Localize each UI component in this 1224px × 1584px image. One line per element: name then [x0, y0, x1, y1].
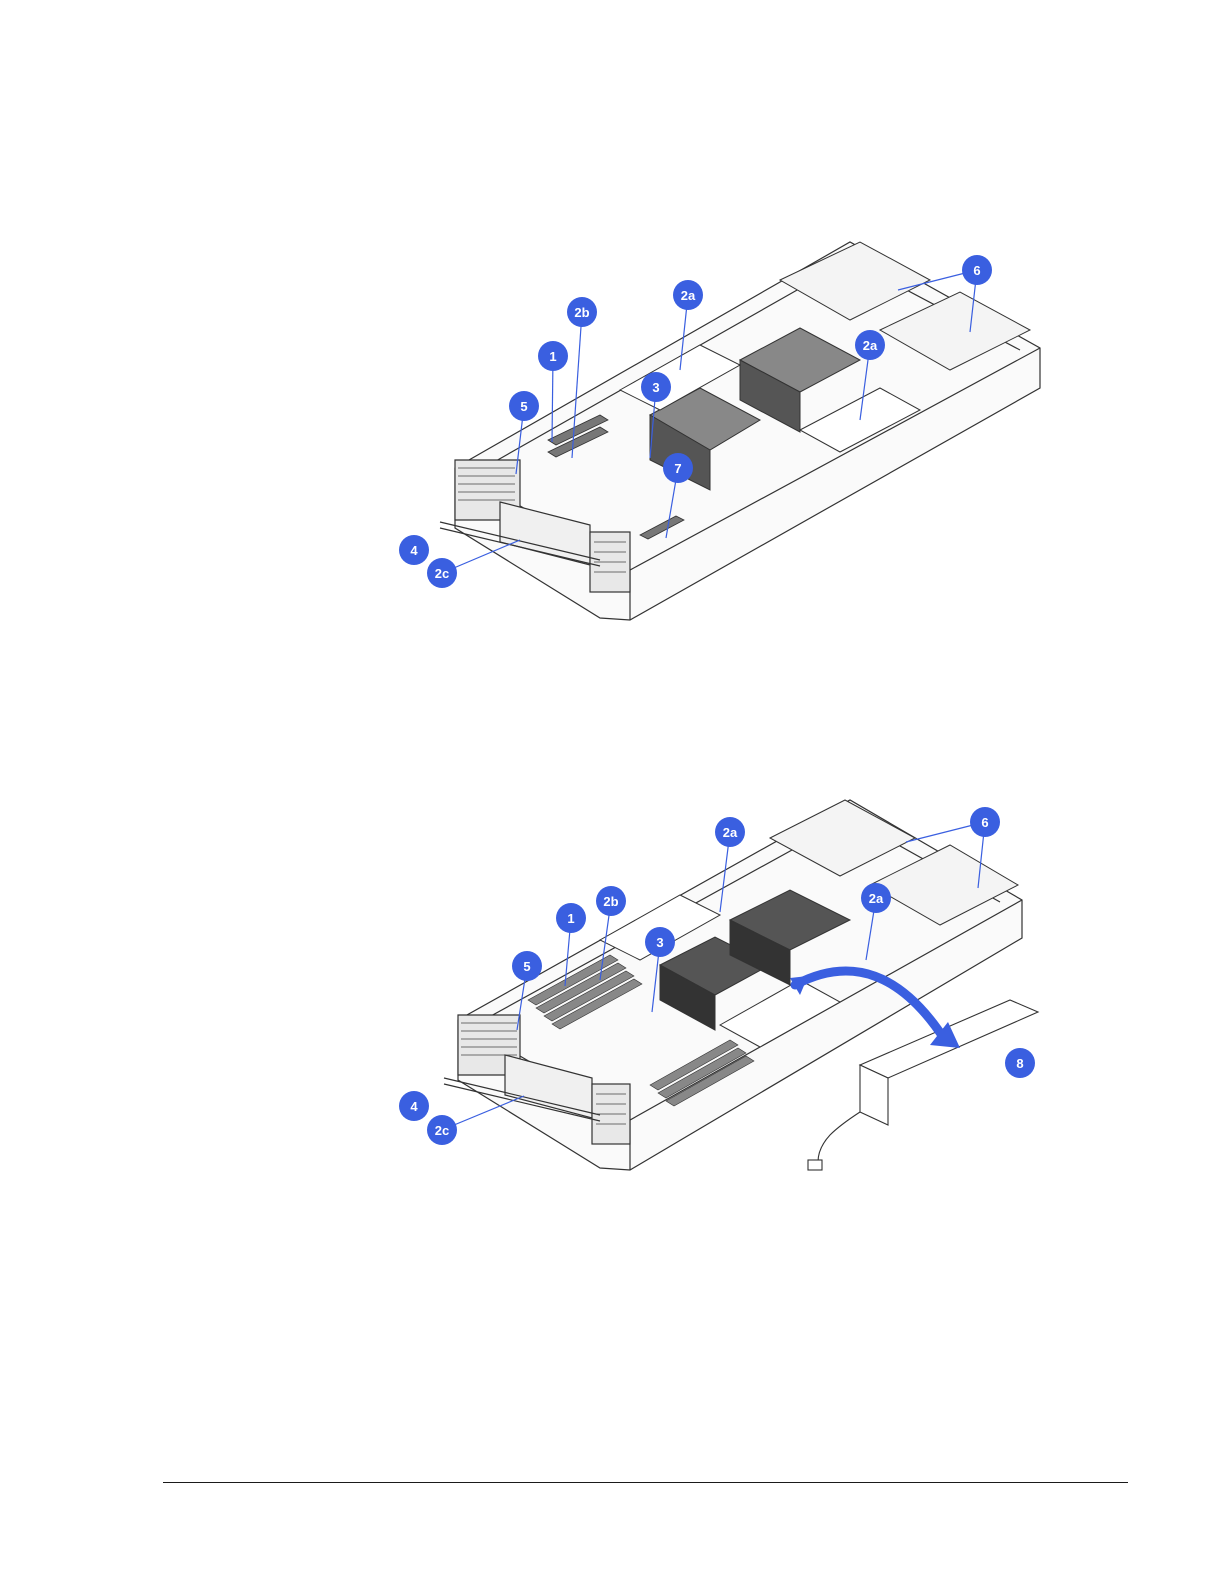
- footer-rule: [163, 1482, 1128, 1483]
- callout-label: 3: [656, 935, 663, 950]
- callout-label: 1: [567, 911, 574, 926]
- callout-1: 1: [556, 903, 586, 933]
- callout-label: 3: [652, 380, 659, 395]
- callout-2a: 2a: [673, 280, 703, 310]
- callout-6: 6: [970, 807, 1000, 837]
- callout-label: 2a: [681, 288, 696, 303]
- callout-label: 2a: [723, 825, 738, 840]
- callout-6: 6: [962, 255, 992, 285]
- callout-label: 7: [674, 461, 681, 476]
- server-node-diagram-bottom: 2a 6 2b 1 2a 3 5 8 4 2c: [0, 790, 1224, 1190]
- server-node-drawing-top: 6 2a 2b 2a 1 3 5 7 4 2c: [0, 220, 1224, 640]
- callout-8: 8: [1005, 1048, 1035, 1078]
- callout-label: 2c: [435, 1123, 449, 1138]
- callout-label: 1: [549, 349, 556, 364]
- callout-2c: 2c: [427, 558, 457, 588]
- callout-3: 3: [641, 372, 671, 402]
- callout-label: 8: [1016, 1056, 1023, 1071]
- callout-4: 4: [399, 1091, 429, 1121]
- callout-1: 1: [538, 341, 568, 371]
- callout-2c: 2c: [427, 1115, 457, 1145]
- callout-2b: 2b: [567, 297, 597, 327]
- callout-label: 4: [410, 1099, 418, 1114]
- server-node-diagram-top: 6 2a 2b 2a 1 3 5 7 4 2c: [0, 220, 1224, 640]
- callout-2a: 2a: [861, 883, 891, 913]
- callout-2b: 2b: [596, 886, 626, 916]
- callout-5: 5: [512, 951, 542, 981]
- callout-label: 2b: [603, 894, 618, 909]
- server-node-drawing-bottom: 2a 6 2b 1 2a 3 5 8 4 2c: [0, 790, 1224, 1190]
- callout-label: 5: [523, 959, 530, 974]
- callout-label: 2a: [869, 891, 884, 906]
- callout-5: 5: [509, 391, 539, 421]
- callout-label: 2c: [435, 566, 449, 581]
- callout-2a: 2a: [855, 330, 885, 360]
- callout-label: 5: [520, 399, 527, 414]
- callout-label: 6: [981, 815, 988, 830]
- callout-label: 2b: [574, 305, 589, 320]
- callout-label: 4: [410, 543, 418, 558]
- callout-7: 7: [663, 453, 693, 483]
- callout-label: 6: [973, 263, 980, 278]
- callout-label: 2a: [863, 338, 878, 353]
- callout-2a: 2a: [715, 817, 745, 847]
- callout-3: 3: [645, 927, 675, 957]
- callout-4: 4: [399, 535, 429, 565]
